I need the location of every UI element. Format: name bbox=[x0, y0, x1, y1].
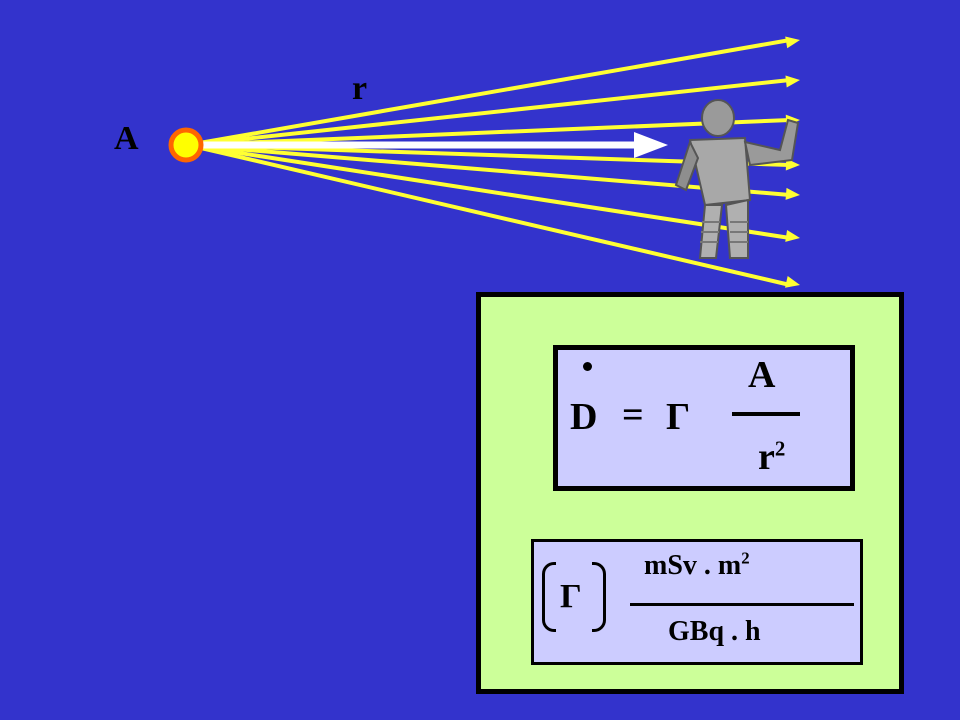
ray-arrowhead-7 bbox=[785, 276, 800, 288]
ray-group bbox=[187, 36, 800, 288]
ray-arrowhead-6 bbox=[785, 229, 800, 242]
right-bracket bbox=[592, 562, 606, 632]
gamma-unit-box: Γ mSv . m2 GBq . h bbox=[531, 539, 863, 665]
person-head bbox=[701, 99, 735, 137]
denominator-exponent: 2 bbox=[774, 436, 786, 461]
unit-numerator: mSv . m2 bbox=[644, 548, 750, 581]
formula-numerator: A bbox=[748, 354, 776, 396]
ray-6 bbox=[187, 143, 791, 240]
person-torso bbox=[688, 136, 752, 207]
gamma-symbol: Γ bbox=[666, 396, 691, 438]
ray-1 bbox=[187, 38, 791, 147]
distance-arrow-head bbox=[634, 132, 668, 158]
unit-denominator: GBq . h bbox=[668, 616, 761, 647]
person-right-leg bbox=[724, 198, 749, 259]
source-label: A bbox=[114, 120, 139, 157]
dose-symbol: D bbox=[570, 396, 598, 438]
ray-arrowhead-1 bbox=[785, 36, 800, 49]
distance-arrow bbox=[190, 132, 668, 158]
formula-fraction-bar bbox=[732, 412, 800, 416]
unit-fraction-bar bbox=[630, 603, 854, 606]
ray-arrowhead-2 bbox=[785, 75, 800, 88]
unit-numerator-text: mSv . m bbox=[644, 550, 742, 581]
unit-gamma-symbol: Γ bbox=[560, 578, 582, 615]
person-leg-stripes bbox=[700, 221, 748, 243]
ray-2 bbox=[187, 78, 791, 147]
denominator-base: r bbox=[758, 436, 775, 478]
left-bracket bbox=[542, 562, 556, 632]
ray-arrowhead-4 bbox=[785, 158, 800, 171]
ray-3 bbox=[187, 118, 791, 147]
person-raised-arm bbox=[743, 118, 800, 167]
person-figure-icon bbox=[674, 99, 800, 259]
dose-rate-dot bbox=[583, 362, 592, 371]
dose-rate-formula-box: D = Γ A r2 bbox=[553, 345, 855, 491]
ray-7 bbox=[187, 143, 791, 287]
ray-arrowhead-5 bbox=[785, 187, 800, 200]
equals-sign: = bbox=[622, 394, 644, 436]
unit-numerator-exponent: 2 bbox=[741, 548, 750, 568]
formula-denominator: r2 bbox=[758, 438, 785, 476]
ray-5 bbox=[187, 143, 791, 197]
distance-label: r bbox=[352, 70, 368, 107]
person-left-arm bbox=[674, 139, 700, 192]
point-source-icon bbox=[168, 127, 204, 163]
formula-panel: D = Γ A r2 Γ mSv . m2 GBq . h bbox=[476, 292, 904, 694]
